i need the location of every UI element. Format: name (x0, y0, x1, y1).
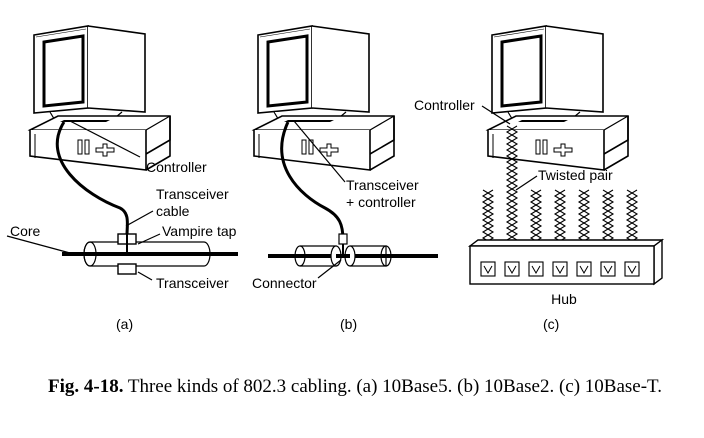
bnc-t-connector (338, 233, 348, 245)
sublabel-a: (a) (116, 316, 133, 332)
hub-port-1 (480, 261, 496, 277)
label-hub: Hub (551, 291, 577, 307)
label-twisted-pair: Twisted pair (538, 167, 613, 183)
core-leader-line (6, 235, 71, 254)
label-transceiver-controller-1: Transceiver (346, 177, 419, 193)
label-connector: Connector (252, 275, 317, 291)
figure-caption: Fig. 4-18. Three kinds of 802.3 cabling.… (48, 374, 698, 399)
controller-c-leader-line (481, 105, 511, 125)
transceiver-box (117, 263, 137, 275)
twisted-pair-leader-line (515, 175, 538, 191)
hub-ports (480, 261, 640, 277)
hub-port-5 (576, 261, 592, 277)
transceiver-cable (55, 121, 129, 236)
connector-leader-line (317, 259, 342, 279)
label-core: Core (10, 223, 41, 239)
label-transceiver-controller-2: + controller (346, 194, 416, 210)
panel-b: Transceiver + controller Connector (b) (252, 24, 438, 332)
caption-text: Three kinds of 802.3 cabling. (a) 10Base… (123, 376, 662, 397)
sublabel-b: (b) (340, 316, 357, 332)
label-vampire-tap: Vampire tap (162, 223, 237, 239)
label-transceiver-cable-1: Transceiver (156, 186, 229, 202)
label-transceiver-cable-2: cable (156, 203, 190, 219)
hub-port-6 (600, 261, 616, 277)
computer-a-icon (28, 24, 172, 172)
thin-coax-drop-cable (280, 121, 345, 241)
controller-leader-line (69, 120, 141, 158)
label-transceiver: Transceiver (156, 275, 229, 291)
transceiver-controller-leader-line (293, 120, 346, 183)
sublabel-c: (c) (543, 316, 559, 332)
figure-number: Fig. 4-18. (48, 376, 124, 397)
cable-leader-line (125, 210, 154, 227)
hub-port-2 (504, 261, 520, 277)
hub-port-3 (528, 261, 544, 277)
hub-port-7 (624, 261, 640, 277)
panel-a: Controller Transceiver cable Core Vampir… (6, 24, 238, 332)
twisted-pair-main (505, 125, 519, 259)
label-controller-a: Controller (146, 159, 207, 175)
label-controller-c: Controller (414, 97, 475, 113)
hub-port-4 (552, 261, 568, 277)
computer-b-icon (252, 24, 396, 172)
panel-c: Controller Twisted pair Hub (c) (414, 24, 665, 332)
